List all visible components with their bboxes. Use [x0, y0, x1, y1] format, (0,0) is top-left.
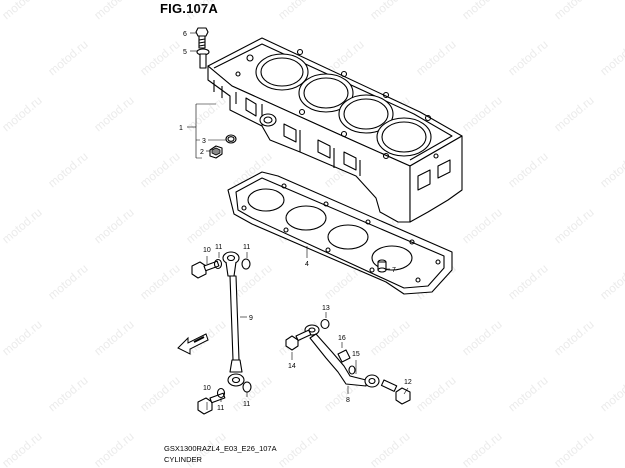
callout-10-lower: 10 [203, 385, 211, 392]
watermark-text: motod.ru [91, 205, 136, 246]
watermark-text: motod.ru [183, 0, 228, 22]
watermark-text: motod.ru [551, 0, 596, 22]
watermark-text: motod.ru [459, 205, 504, 246]
figure-name: CYLINDER [164, 455, 202, 464]
leader-lines [187, 32, 409, 410]
front-arrow [177, 333, 209, 355]
callout-labels: 1 2 3 4 5 6 7 8 9 10 10 11 11 11 11 12 1… [179, 31, 412, 412]
banjo-bolt-upper [191, 260, 220, 279]
callout-16: 16 [338, 335, 346, 342]
cylinder-bores [255, 53, 432, 157]
callout-7: 7 [392, 267, 396, 274]
watermark-text: motod.ru [597, 149, 625, 190]
callout-15: 15 [352, 351, 360, 358]
watermark-text: motod.ru [413, 37, 458, 78]
watermark-text: motod.ru [0, 93, 45, 134]
watermark-text: motod.ru [459, 317, 504, 358]
callout-1: 1 [179, 125, 183, 132]
washer-15 [348, 365, 356, 375]
callout-11-lower-right: 11 [243, 401, 250, 408]
figure-title: FIG.107A [160, 1, 218, 16]
watermark-text: motod.ru [551, 429, 596, 468]
o-ring [225, 134, 237, 144]
watermark-text: motod.ru [137, 261, 182, 302]
callout-3: 3 [202, 138, 206, 145]
watermark-text: motod.ru [0, 317, 45, 358]
watermark-text: motod.ru [367, 429, 412, 468]
watermark-text: motod.ru [459, 0, 504, 22]
figure-model-code: GSX1300RAZL4_E03_E26_107A [164, 444, 277, 453]
watermark-text: motod.ru [183, 93, 228, 134]
cylinder-base-gasket [227, 171, 453, 295]
gasket-washers [213, 258, 252, 399]
callout-11-upper-right: 11 [243, 244, 250, 251]
watermark-text: motod.ru [505, 373, 550, 414]
plug [209, 145, 223, 159]
callout-6: 6 [183, 31, 187, 38]
cushion-16 [337, 349, 351, 363]
watermark-text: motod.ru [91, 93, 136, 134]
watermark-text: motod.ru [597, 37, 625, 78]
watermark-text: motod.ru [0, 0, 45, 22]
watermark-text: motod.ru [551, 317, 596, 358]
watermark-text: motod.ru [275, 0, 320, 22]
cylinder-block [207, 37, 463, 223]
watermark-text: motod.ru [45, 149, 90, 190]
callout-12: 12 [404, 379, 412, 386]
callout-2: 2 [200, 149, 204, 156]
watermark-text: motod.ru [0, 205, 45, 246]
watermark-text: motod.ru [183, 205, 228, 246]
watermark-text: motod.ru [367, 317, 412, 358]
watermark-text: motod.ru [0, 429, 45, 468]
watermark-text: motod.ru [505, 149, 550, 190]
cylinder-bolt [195, 27, 209, 49]
callout-10-upper: 10 [203, 247, 211, 254]
watermark-text: motod.ru [597, 261, 625, 302]
callout-14: 14 [288, 363, 296, 370]
watermark-text: motod.ru [551, 205, 596, 246]
watermark-text: motod.ru [137, 149, 182, 190]
watermark-text: motod.ru [91, 0, 136, 22]
watermark-text: motod.ru [275, 429, 320, 468]
callout-5: 5 [183, 49, 187, 56]
dowel-pin [377, 259, 387, 273]
watermark-text: motod.ru [137, 373, 182, 414]
callout-13: 13 [322, 305, 330, 312]
watermark-text: motod.ru [459, 93, 504, 134]
watermark-text: motod.ru [45, 37, 90, 78]
watermark-text: motod.ru [91, 317, 136, 358]
watermark-text: motod.ru [551, 93, 596, 134]
watermark-text: motod.ru [459, 429, 504, 468]
callout-8: 8 [346, 397, 350, 404]
o-ring-13 [320, 318, 330, 330]
watermark-text: motod.ru [367, 0, 412, 22]
bolt-14 [285, 329, 312, 351]
callout-9: 9 [249, 315, 253, 322]
watermark-text: motod.ru [91, 429, 136, 468]
watermark-text: motod.ru [137, 37, 182, 78]
bolt-12 [380, 379, 411, 405]
watermark-text: motod.ru [505, 37, 550, 78]
oil-pipe-vertical [222, 251, 245, 387]
watermark-text: motod.ru [505, 261, 550, 302]
watermark-text: motod.ru [597, 373, 625, 414]
watermark-text: motod.ru [45, 261, 90, 302]
watermark-text: motod.ru [413, 373, 458, 414]
washer [196, 48, 210, 69]
callout-4: 4 [305, 261, 309, 268]
callout-11-upper-left: 11 [215, 244, 222, 251]
watermark-text: motod.ru [45, 373, 90, 414]
callout-11-lower-left: 11 [217, 405, 224, 412]
